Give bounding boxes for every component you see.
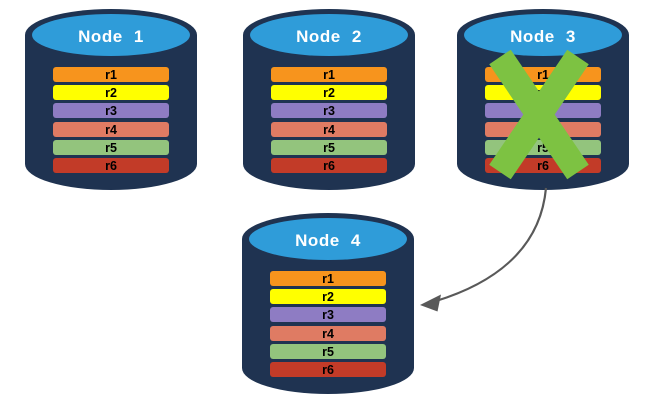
record-bar: r3 [53, 103, 169, 118]
record-bar-label: r4 [105, 123, 117, 137]
record-bar: r6 [270, 362, 386, 377]
record-bar-label: r1 [322, 272, 334, 286]
record-bar: r2 [271, 85, 387, 100]
record-bar-rect [270, 362, 386, 377]
cylinder-top [464, 14, 622, 56]
record-bar: r6 [53, 158, 169, 173]
record-bar-label: r2 [322, 290, 334, 304]
record-bar-rect [53, 85, 169, 100]
record-bar-rect [53, 158, 169, 173]
record-bar-label: r6 [537, 159, 549, 173]
record-bar-rect [270, 271, 386, 286]
record-bar-label: r1 [537, 68, 549, 82]
record-bar: r5 [270, 344, 386, 359]
record-bar: r5 [53, 140, 169, 155]
record-bar: r1 [271, 67, 387, 82]
record-bar-label: r4 [322, 327, 334, 341]
node-label: Node 2 [296, 27, 362, 46]
record-bar-rect [271, 67, 387, 82]
record-bar-rect [270, 326, 386, 341]
record-bar: r4 [53, 122, 169, 137]
node-2: Node 2 r1 r2 r3 r4 r5 r6 [243, 9, 415, 190]
record-bar-label: r3 [105, 104, 117, 118]
record-bar-rect [53, 67, 169, 82]
record-bar-rect [271, 103, 387, 118]
record-bar-rect [270, 289, 386, 304]
record-bar-rect [271, 122, 387, 137]
record-bar-rect [53, 140, 169, 155]
record-bar: r3 [270, 307, 386, 322]
record-bar-label: r4 [323, 123, 335, 137]
record-bar-label: r6 [322, 363, 334, 377]
record-bar: r5 [271, 140, 387, 155]
record-bar-label: r5 [105, 141, 117, 155]
record-bar-rect [270, 344, 386, 359]
record-bar: r2 [53, 85, 169, 100]
node-label: Node 1 [78, 27, 144, 46]
node-1: Node 1 r1 r2 r3 r4 r5 r6 [25, 9, 197, 190]
failure-x-icon [489, 49, 589, 180]
record-bar-label: r2 [105, 86, 117, 100]
record-bar-rect [53, 103, 169, 118]
record-bar-label: r5 [537, 141, 549, 155]
node-label: Node 3 [510, 27, 576, 46]
record-bar: r1 [270, 271, 386, 286]
record-bar: r4 [271, 122, 387, 137]
record-bar-rect [271, 85, 387, 100]
replication-arrow-icon [420, 187, 548, 312]
record-bar: r3 [271, 103, 387, 118]
record-bar-label: r1 [323, 68, 335, 82]
record-bar-rect [53, 122, 169, 137]
record-bar-label: r3 [322, 308, 334, 322]
record-bar: r4 [270, 326, 386, 341]
record-bar-label: r6 [323, 159, 335, 173]
record-bar-label: r6 [105, 159, 117, 173]
cylinder-top [250, 14, 408, 56]
record-bar-label: r3 [323, 104, 335, 118]
record-bar: r2 [270, 289, 386, 304]
record-bar-rect [271, 140, 387, 155]
record-bar-label: r2 [323, 86, 335, 100]
record-bar-rect [271, 158, 387, 173]
cylinder-top [32, 14, 190, 56]
node-label: Node 4 [295, 231, 361, 250]
cylinder-top [249, 218, 407, 260]
node-4: Node 4 r1 r2 r3 r4 r5 r6 [242, 213, 414, 394]
record-bar: r6 [271, 158, 387, 173]
record-bar: r1 [53, 67, 169, 82]
record-bar-rect [270, 307, 386, 322]
record-bar-label: r5 [323, 141, 335, 155]
record-bar-label: r5 [322, 345, 334, 359]
record-bar-label: r1 [105, 68, 117, 82]
